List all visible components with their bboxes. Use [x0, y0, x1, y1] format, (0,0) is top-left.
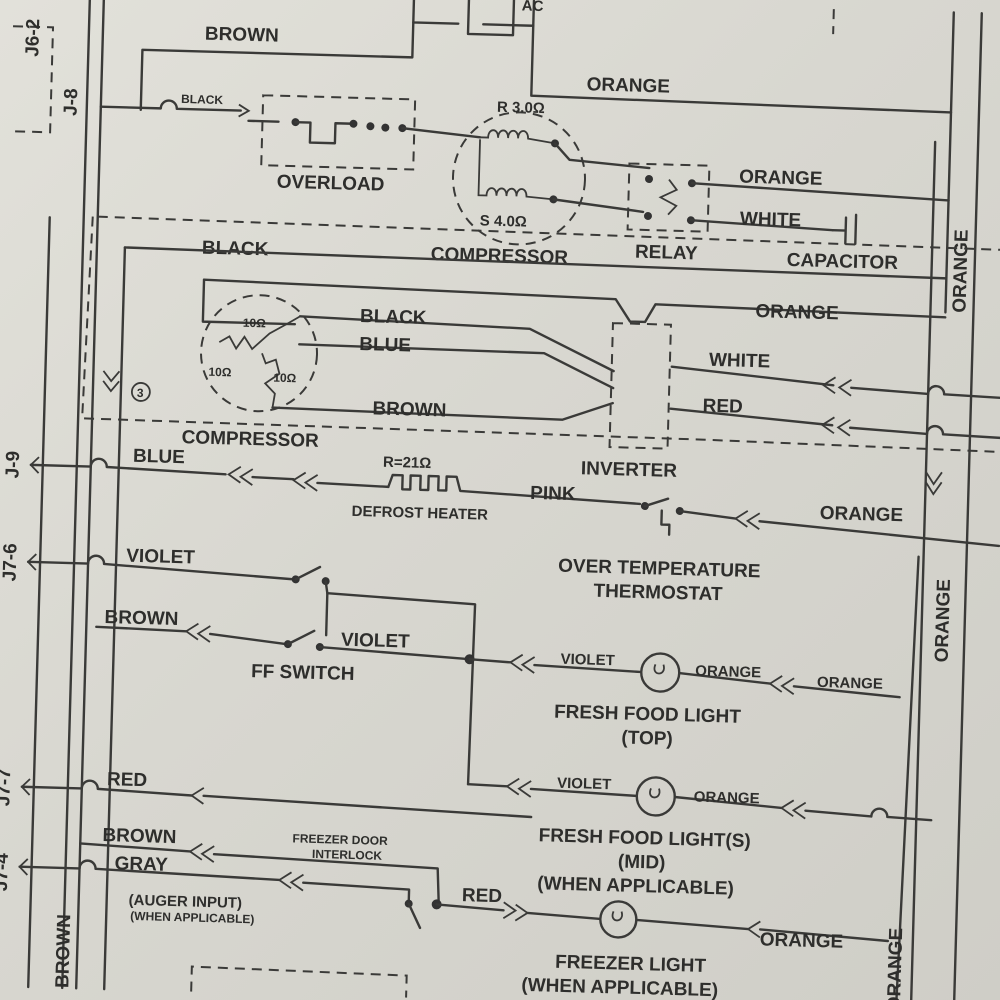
relay-label: RELAY [635, 242, 699, 265]
defrost-heater-r-value: R=21Ω [383, 454, 432, 472]
wire-violet-ff-label: VIOLET [341, 630, 411, 653]
orange-vertical-mid-label: ORANGE [932, 579, 955, 663]
wire-orange-light-mid-label: ORANGE [694, 789, 760, 808]
top-ac-row: AC BROWN ORANGE [139, 0, 983, 1000]
wire-blue-inverter-label: BLUE [359, 334, 411, 356]
connector-j62-label: J6-2 [22, 18, 44, 57]
ff-light-mid-label3: (WHEN APPLICABLE) [537, 873, 734, 899]
wire-black-inverter-label: BLACK [360, 306, 427, 329]
wire-brown-ff-label: BROWN [104, 607, 178, 630]
wire-red-mid-label: RED [107, 769, 148, 791]
orange-vertical-right-label: ORANGE [949, 229, 972, 313]
inverter-circuit: BLACK ORANGE 10Ω 10Ω 10Ω BLACK BLUE BROW… [81, 215, 1000, 991]
connector-j77-label: J7-7 [0, 768, 15, 807]
wire-brown-inverter-label: BROWN [372, 398, 446, 421]
ff-light-mid-circuit: RED VIOLET ORANGE FRESH FOOD LIGHT(S) (M… [20, 769, 933, 900]
wire-orange-relay-label: ORANGE [739, 167, 823, 190]
inverter-compressor-symbol [200, 294, 319, 413]
orange-vertical-bottom-label: ORANGE [884, 928, 907, 1000]
wire-gray-label: GRAY [114, 853, 168, 875]
wire-violet-light-top-label: VIOLET [560, 651, 615, 670]
connector-j8-label: J-8 [61, 88, 83, 116]
ff-switch-circuit: VIOLET BROWN VIOLET FF SWITCH [26, 546, 477, 786]
connector-j74-label: J7-4 [0, 852, 13, 891]
wire-black-label: BLACK [181, 92, 224, 107]
ff-light-top-label2: (TOP) [621, 727, 673, 749]
defrost-heater-label: DEFROST HEATER [351, 503, 488, 524]
compressor-start-circuit: BLACK OVERLOAD R 3.0Ω S 4.0Ω COMPRESSOR [99, 92, 973, 1000]
inverter-compressor-label: COMPRESSOR [181, 427, 319, 452]
overload-label: OVERLOAD [276, 172, 384, 196]
wire-orange-top-label: ORANGE [586, 74, 670, 97]
compressor-s-value: S 4.0Ω [480, 212, 528, 230]
defrost-circuit: BLUE R=21Ω DEFROST HEATER PINK ORANGE OV… [29, 446, 1000, 1000]
wire-orange-defrost-label: ORANGE [819, 503, 903, 526]
ff-light-mid-label1: FRESH FOOD LIGHT(S) [538, 825, 751, 852]
auger-label-line2: (WHEN APPLICABLE) [130, 909, 255, 926]
interlock-label-line1: FREEZER DOOR [292, 831, 388, 848]
connector-j76-label: J7-6 [0, 543, 22, 582]
freezer-circuit: BROWN GRAY FREEZER DOOR INTERLOCK (AUGER… [18, 825, 907, 1000]
wire-orange-inverter-label: ORANGE [755, 301, 839, 324]
resistor-2-label: 10Ω [208, 365, 232, 380]
ff-light-mid-label2: (MID) [618, 851, 666, 873]
ff-switch-label: FF SWITCH [251, 661, 355, 685]
thermostat-label-line2: THERMOSTAT [593, 581, 723, 606]
wire-red-freezer-label: RED [462, 885, 503, 907]
resistor-3-label: 10Ω [273, 371, 297, 386]
wire-violet-light-mid-label: VIOLET [557, 775, 612, 794]
ff-light-top-label1: FRESH FOOD LIGHT [554, 702, 742, 728]
ac-label: AC [522, 0, 544, 15]
resistor-1-label: 10Ω [243, 316, 267, 331]
overload-box [260, 94, 417, 171]
inverter-box [608, 322, 672, 450]
connector-j9-label: J-9 [2, 451, 24, 479]
wire-black-top-label: BLACK [202, 238, 269, 261]
wire-brown-top-label: BROWN [205, 24, 279, 47]
compressor-r-value: R 3.0Ω [497, 99, 545, 117]
compressor-label: COMPRESSOR [431, 244, 569, 269]
wire-white-relay-label: WHITE [740, 209, 802, 232]
wire-blue-defrost-label: BLUE [133, 446, 185, 468]
wire-red-inverter-label: RED [702, 396, 743, 418]
wire-pink-label: PINK [530, 483, 576, 505]
freezer-light-label2: (WHEN APPLICABLE) [521, 975, 718, 1000]
wire-brown-freezer-label: BROWN [102, 825, 176, 848]
capacitor-label: CAPACITOR [787, 250, 899, 274]
compressor-symbol [451, 111, 586, 246]
relay-box [626, 162, 711, 233]
ff-light-top-circuit: VIOLET ORANGE ORANGE FRESH FOOD LIGHT (T… [468, 651, 901, 750]
wire-orange-light-top-near-label: ORANGE [695, 663, 761, 682]
auger-label-line1: (AUGER INPUT) [128, 892, 242, 912]
interlock-label-line2: INTERLOCK [312, 847, 383, 863]
left-connector-strip: J6-2 J-8 J-9 J7-6 J7-7 J7-4 [0, 0, 106, 990]
thermostat-label-line1: OVER TEMPERATURE [558, 556, 761, 583]
wire-violet-top-label: VIOLET [126, 546, 196, 569]
wire-white-inverter-label: WHITE [709, 350, 771, 373]
freezer-light-label1: FREEZER LIGHT [555, 952, 707, 977]
inverter-label: INVERTER [581, 458, 678, 482]
connector-circle-3: 3 [137, 386, 144, 400]
wire-orange-freezer-label: ORANGE [760, 929, 844, 952]
wire-orange-light-top-far-label: ORANGE [817, 674, 883, 693]
brown-vertical-label: BROWN [52, 914, 75, 988]
